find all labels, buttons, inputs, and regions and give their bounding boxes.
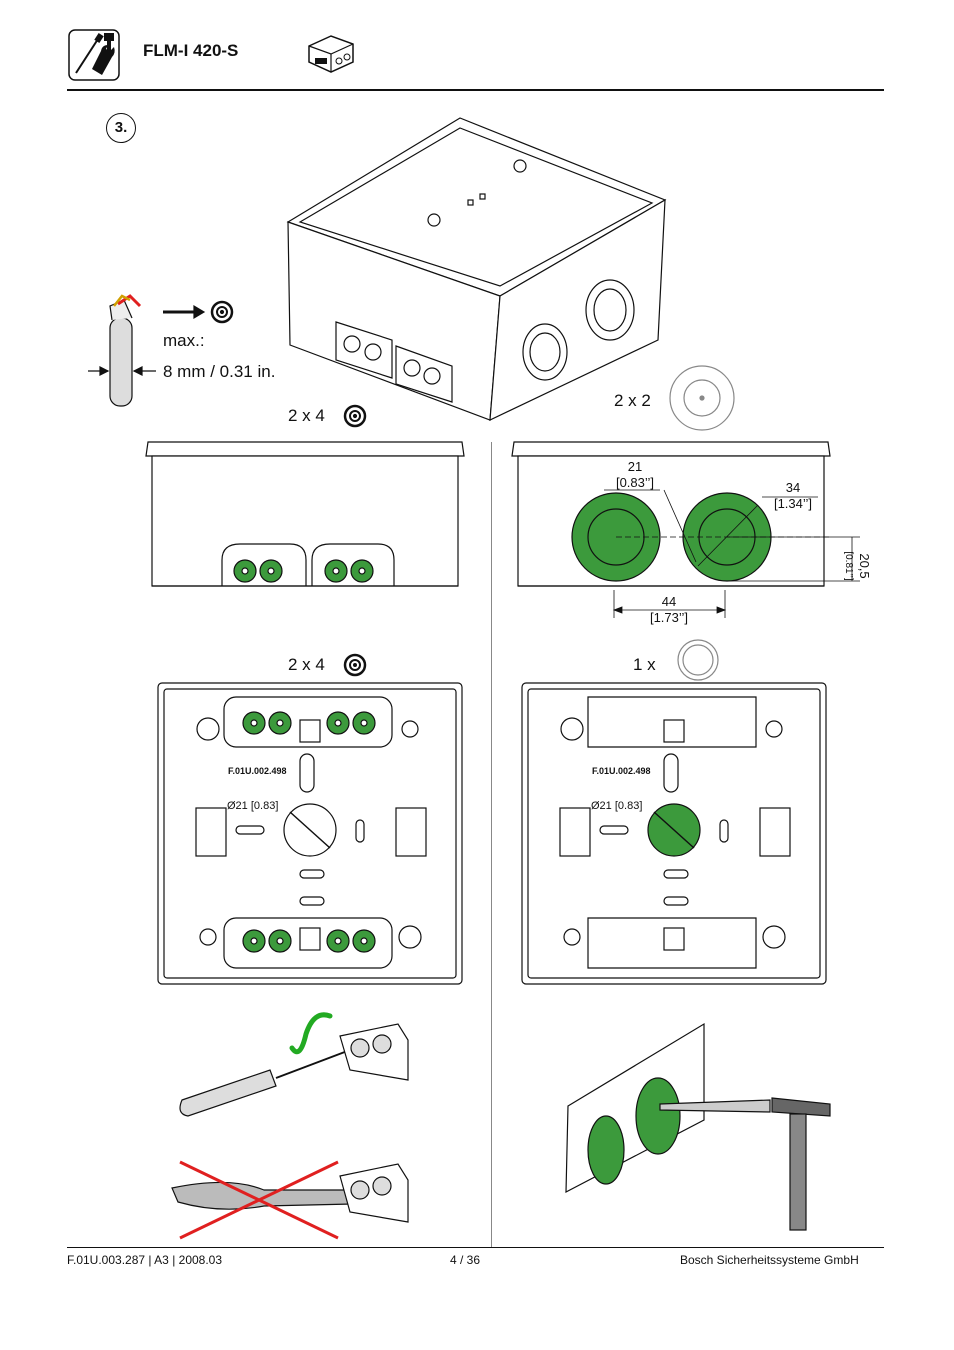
base-diameter-right: Ø21 [0.83] (591, 800, 643, 812)
dim-34-in: [1.34’’] (773, 496, 813, 511)
dim-20-mm: 20,5 (857, 553, 872, 579)
header-rule (67, 89, 884, 91)
bottom-right-count-label: 1 x (633, 655, 656, 674)
tools-icon (68, 29, 120, 81)
base-diameter-left: Ø21 [0.83] (227, 800, 279, 812)
dim-34: 34 [1.34’’] (762, 480, 824, 512)
column-separator (491, 442, 492, 1247)
dim-44-mm: 44 (661, 594, 677, 609)
step-number: 3. (114, 119, 128, 136)
knife-wrong (171, 1160, 409, 1240)
part-code-left: F.01U.002.498 (228, 766, 287, 776)
base-plan-left (157, 682, 463, 985)
base-left-grommets (242, 711, 376, 953)
dim-20: 20,5 [0.81’’] (840, 536, 872, 596)
side-count-label: 2 x 2 (614, 391, 651, 410)
dim-44-in: [1.73’’] (649, 610, 689, 625)
footer-page-number: 4 / 36 (450, 1253, 481, 1267)
device-thumbnail-icon (305, 30, 357, 74)
front-grommets (233, 559, 374, 583)
cable-max-label: max.: (163, 331, 205, 350)
cable-max-size: 8 mm / 0.31 in. (163, 362, 276, 381)
base-right-knockout (647, 803, 701, 857)
part-code-right: F.01U.002.498 (592, 766, 651, 776)
bottom-left-count-label: 2 x 4 (288, 655, 325, 674)
dim-21-in: [0.83’’] (615, 475, 655, 490)
footer-doc-ref: F.01U.003.287 | A3 | 2008.03 (67, 1253, 223, 1267)
front-count-label: 2 x 4 (288, 406, 325, 425)
dim-34-mm: 34 (785, 480, 801, 495)
dim-44: 44 [1.73’’] (638, 594, 700, 626)
footer-rule (67, 1247, 884, 1248)
product-title: FLM-I 420-S (143, 41, 239, 60)
dim-20-in: [0.81’’] (843, 551, 854, 581)
footer-company: Bosch Sicherheitssysteme GmbH (680, 1253, 859, 1267)
hammer-chisel (565, 1022, 831, 1231)
screwdriver-correct (179, 1012, 409, 1117)
dim-21: 21 [0.83’’] (606, 459, 664, 491)
dim-21-mm: 21 (627, 459, 643, 474)
step-badge: 3. (106, 113, 136, 143)
